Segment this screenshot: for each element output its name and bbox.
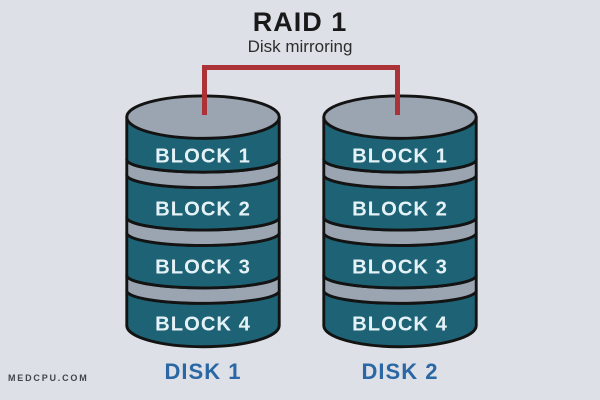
disk-1-label: DISK 1 xyxy=(164,359,242,384)
disk-1-shapes xyxy=(125,94,281,349)
mirror-connector-line xyxy=(202,65,400,115)
disk-2-cylinder: BLOCK 1 BLOCK 2 BLOCK 3 BLOCK 4 xyxy=(322,94,478,349)
disk-2-top-ellipse xyxy=(322,94,478,140)
disk-1-cylinder: BLOCK 1 BLOCK 2 BLOCK 3 BLOCK 4 xyxy=(125,94,281,349)
disk-2-block-2-label: BLOCK 2 xyxy=(352,199,448,221)
disk-2-block-4-label: BLOCK 4 xyxy=(352,313,448,335)
disk-1-block-4-label: BLOCK 4 xyxy=(155,313,251,335)
disk-2-label: DISK 2 xyxy=(361,359,439,384)
disk-2-block-3-label: BLOCK 3 xyxy=(352,256,448,278)
disk-1-block-2-label: BLOCK 2 xyxy=(155,199,251,221)
disk-1-block-1-label: BLOCK 1 xyxy=(155,145,251,167)
diagram-title: RAID 1 xyxy=(252,7,348,37)
disk-2-block-1-label: BLOCK 1 xyxy=(352,145,448,167)
disk-1-block-3-label: BLOCK 3 xyxy=(155,256,251,278)
disk-2-shapes xyxy=(322,94,478,349)
diagram-subtitle: Disk mirroring xyxy=(247,37,353,56)
watermark-text: MEDCPU.COM xyxy=(8,373,89,383)
